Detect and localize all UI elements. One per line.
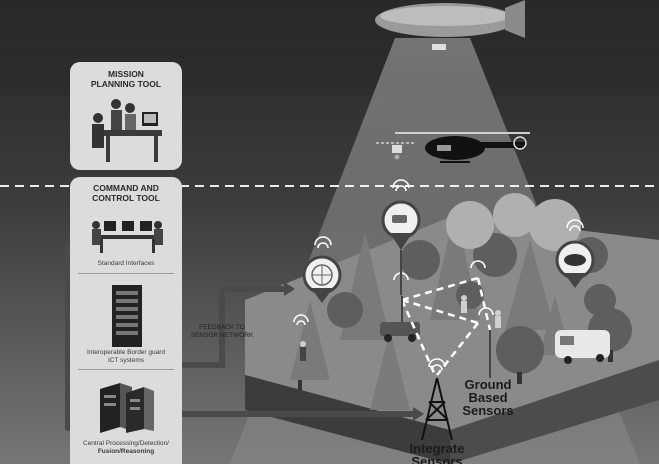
- integrate-sensors-line1: Integrate: [409, 441, 465, 456]
- ground-sensors-line1: Ground: [464, 377, 512, 392]
- server-rack-icon: [100, 383, 154, 433]
- mission-planning-panel: MISSION PLANNING TOOL: [70, 62, 182, 170]
- radar-sensor-icon: [302, 255, 342, 303]
- ground-sensors-line2: Based: [468, 390, 508, 405]
- command-title-line1: COMMAND AND: [93, 183, 159, 193]
- panel-divider: [78, 369, 174, 370]
- server-rack-icon: [112, 285, 142, 347]
- airship-icon: [375, 0, 525, 50]
- sensor-network-links: [400, 276, 492, 376]
- command-control-panel: COMMAND AND CONTROL TOOL Standard Interf…: [70, 177, 182, 464]
- mission-title-line1: MISSION: [108, 69, 144, 79]
- wifi-icon: [293, 179, 584, 371]
- operator-desk-icon: [92, 99, 162, 162]
- ict-label-line1: Interoperable Border guard: [86, 349, 166, 356]
- central-processing-line1: Central Processing/Detection/: [83, 440, 169, 447]
- operator-desk-icon: [92, 221, 163, 253]
- mission-title-line2: PLANNING TOOL: [90, 79, 162, 89]
- tree-icon: [446, 193, 581, 251]
- central-processing-line2: Fusion/Reasoning: [97, 448, 155, 455]
- drone-icon: [376, 142, 416, 160]
- integrate-sensors-line2: Sensors: [411, 455, 463, 464]
- submarine-sensor-icon: [555, 240, 595, 288]
- feedback-label-line1: FEEDBACK TO: [199, 324, 245, 331]
- terrain-block: [245, 215, 659, 464]
- helicopter-icon: [395, 132, 530, 163]
- camper-van-icon: [555, 330, 610, 364]
- field-agents: [300, 295, 501, 361]
- panel-divider: [78, 273, 174, 274]
- ground-rover: [380, 322, 420, 342]
- feedback-label-line2: SENSOR NETWORK: [190, 332, 254, 339]
- tree-trunk: [298, 350, 613, 390]
- standard-interfaces-label: Standard Interfaces: [97, 260, 155, 267]
- ground-sensors-line3: Sensors: [462, 403, 514, 418]
- ict-label-line2: ICT systems: [108, 357, 144, 364]
- command-title-line2: CONTROL TOOL: [92, 193, 160, 203]
- antenna-tower-icon: [421, 377, 453, 441]
- camera-sensor-icon: [381, 200, 421, 295]
